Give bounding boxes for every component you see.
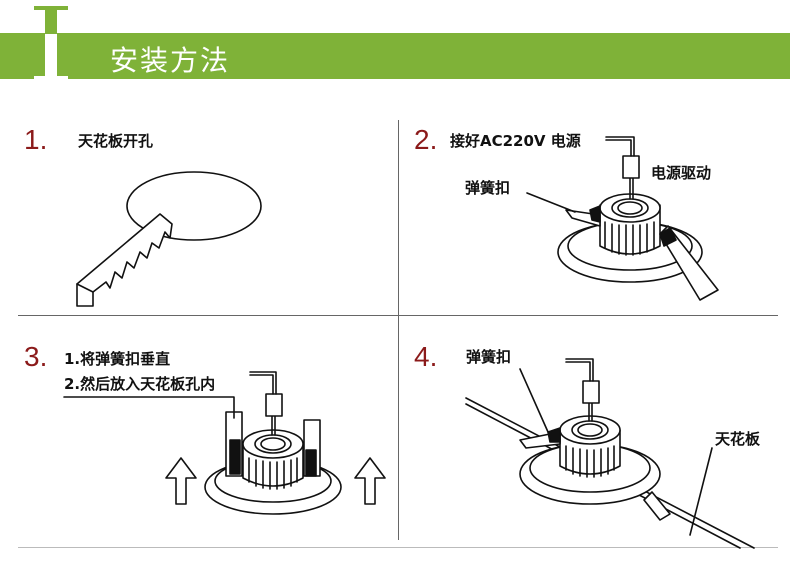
step-2-number: 2.	[414, 124, 438, 155]
step-4-installed-illustration	[465, 358, 755, 549]
step-1-number: 1.	[24, 124, 48, 155]
roman-numeral-one-icon	[34, 6, 68, 80]
step-3-instruction-2: 2.然后放入天花板孔内	[64, 375, 216, 393]
step-2-power-label: 接好AC220V 电源	[450, 132, 581, 150]
header-bar	[0, 33, 790, 79]
step-4-number: 4.	[414, 341, 438, 372]
step-2-wiring-illustration	[526, 136, 719, 301]
step-1-label: 天花板开孔	[78, 132, 154, 150]
step-4-spring-clip-label: 弹簧扣	[466, 348, 512, 366]
step-1-ceiling-hole-illustration	[76, 171, 262, 307]
step-3-insertion-illustration	[63, 371, 386, 515]
step-2-driver-label: 电源驱动	[651, 164, 712, 182]
vertical-divider	[398, 120, 399, 540]
bottom-divider	[18, 547, 778, 548]
step-3-number: 3.	[24, 341, 48, 372]
step-4-ceiling-label: 天花板	[715, 430, 761, 448]
page-title: 安装方法	[110, 44, 231, 77]
step-3-instruction-1: 1.将弹簧扣垂直	[64, 350, 171, 368]
step-2-spring-clip-label: 弹簧扣	[465, 179, 511, 197]
